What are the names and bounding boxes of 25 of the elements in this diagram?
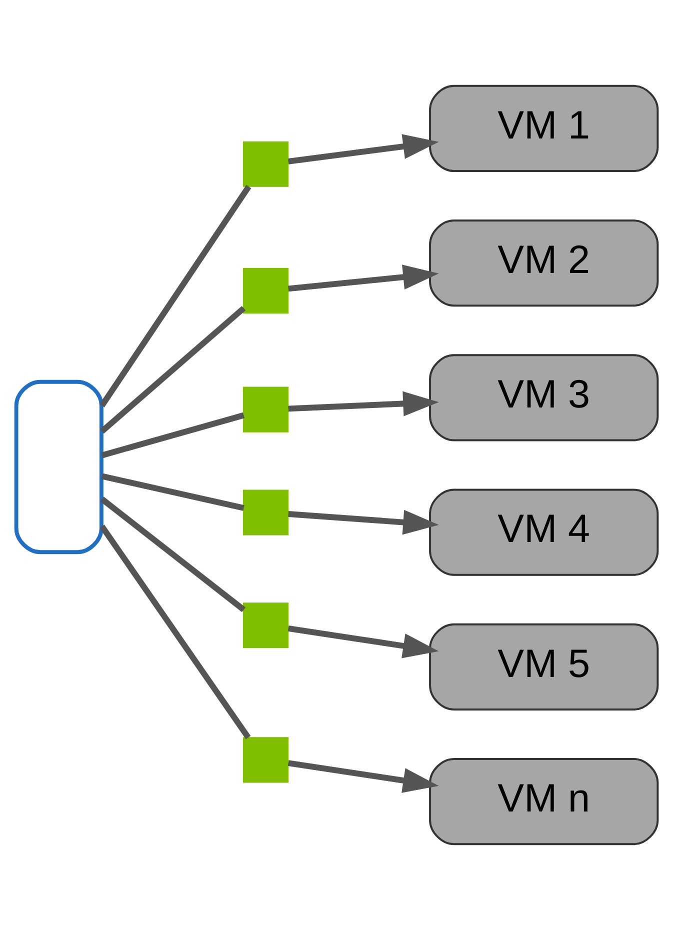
node-box	[242, 736, 288, 782]
node-box	[242, 386, 288, 432]
arrow	[288, 264, 439, 292]
node-box	[242, 268, 288, 314]
arrow	[288, 390, 439, 416]
arrow	[288, 134, 439, 164]
node-box: VM 3	[429, 354, 659, 441]
connector	[101, 472, 244, 510]
connector	[101, 412, 245, 458]
connector	[100, 496, 246, 612]
connector	[99, 184, 252, 407]
node-box	[242, 140, 288, 186]
node-box	[242, 602, 288, 648]
arrow	[288, 760, 439, 792]
node-box: VM 1	[429, 84, 659, 172]
arrow	[288, 509, 439, 534]
node-box: VM 4	[429, 488, 659, 576]
node-box: VM 2	[429, 219, 659, 306]
node-box: VM n	[429, 757, 659, 845]
node-box: VM 5	[429, 622, 659, 710]
node-box	[242, 489, 288, 535]
arrow	[288, 625, 439, 658]
node-box	[14, 379, 104, 554]
connector	[100, 305, 246, 434]
connector	[99, 524, 251, 739]
